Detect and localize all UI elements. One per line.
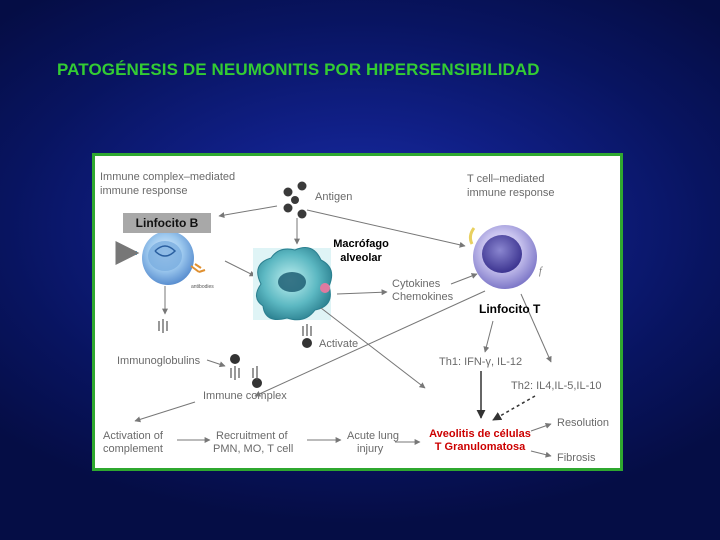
alveolitis-label: Aveolitis de células T Granulomatosa xyxy=(415,428,545,454)
chemokines-label: Chemokines xyxy=(392,291,454,303)
activation-complement-line1: Activation of xyxy=(103,430,164,442)
antigen-label: Antigen xyxy=(315,191,352,203)
macrophage-illustration xyxy=(253,247,333,321)
pathogenesis-diagram: Immune complex–mediated immune response … xyxy=(100,171,609,464)
activate-label: Activate xyxy=(319,338,358,350)
immunoglobulins-label: Immunoglobulins xyxy=(117,355,201,367)
th1-label: Th1: IFN-γ, IL-12 xyxy=(439,356,522,368)
t-cell-illustration: f xyxy=(468,225,543,289)
activate-glyph xyxy=(302,324,312,348)
macrofago-line2: alveolar xyxy=(340,252,382,264)
fibrosis-label: Fibrosis xyxy=(557,452,596,464)
th2-label: Th2: IL4,IL-5,IL-10 xyxy=(511,380,602,392)
cytokines-label: Cytokines xyxy=(392,278,441,290)
alveolitis-line2: T Granulomatosa xyxy=(434,441,526,453)
header-right-line2: immune response xyxy=(467,187,554,199)
linfocito-b-label: Linfocito B xyxy=(123,213,211,233)
svg-text:f: f xyxy=(539,266,543,277)
header-left-line2: immune response xyxy=(100,185,187,197)
macrofago-label: Macrófago alveolar xyxy=(320,237,402,265)
header-right-line1: T cell–mediated xyxy=(467,173,544,185)
macrofago-line1: Macrófago xyxy=(333,238,389,250)
immune-complex-label: Immune complex xyxy=(203,390,287,402)
resolution-label: Resolution xyxy=(557,417,609,429)
linfocito-t-label: Linfocito T xyxy=(479,302,541,316)
antibodies-label: antibodies xyxy=(191,284,214,290)
acute-lung-line1: Acute lung xyxy=(347,430,399,442)
diagram-frame: Immune complex–mediated immune response … xyxy=(92,153,623,471)
alveolitis-line1: Aveolitis de células xyxy=(429,428,531,440)
antigen-particles xyxy=(283,181,307,219)
header-left-line1: Immune complex–mediated xyxy=(100,171,235,183)
recruitment-line1: Recruitment of xyxy=(216,430,288,442)
activation-complement-line2: complement xyxy=(103,443,163,455)
acute-lung-line2: injury xyxy=(357,443,384,455)
slide-title: PATOGÉNESIS DE NEUMONITIS POR HIPERSENSI… xyxy=(57,60,540,79)
recruitment-line2: PMN, MO, T cell xyxy=(213,443,293,455)
immunoglobulin-glyph xyxy=(158,319,168,333)
immune-complex-glyph xyxy=(230,354,262,388)
b-cell-illustration: antibodies xyxy=(115,231,214,290)
